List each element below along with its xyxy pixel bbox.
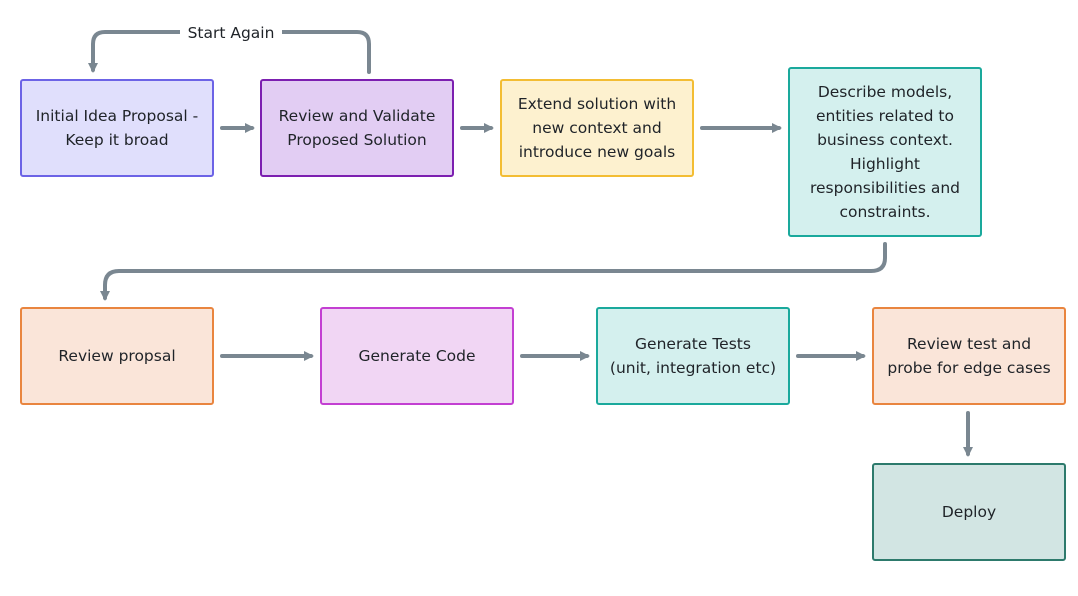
node-initial-idea-proposal[interactable]: Initial Idea Proposal - Keep it broad	[20, 79, 214, 177]
node-generate-code-label: Generate Code	[358, 347, 476, 365]
node-review-and-validate[interactable]: Review and Validate Proposed Solution	[260, 79, 454, 177]
node-deploy-label: Deploy	[941, 503, 997, 521]
node-review-test-probe-label: Review test and probe for edge cases	[887, 335, 1051, 377]
node-deploy[interactable]: Deploy	[872, 463, 1066, 561]
node-initial-idea-proposal-label: Initial Idea Proposal - Keep it broad	[35, 107, 199, 149]
arrow-describe-to-review	[100, 242, 887, 301]
node-review-test-probe[interactable]: Review test and probe for edge cases	[872, 307, 1066, 405]
node-review-proposal-label: Review propsal	[58, 347, 176, 365]
node-describe-models-label: Describe models, entities related to bus…	[809, 83, 960, 221]
node-describe-models[interactable]: Describe models, entities related to bus…	[788, 67, 982, 237]
start-again-label: Start Again	[180, 22, 282, 44]
node-generate-code[interactable]: Generate Code	[320, 307, 514, 405]
node-extend-solution[interactable]: Extend solution with new context and int…	[500, 79, 694, 177]
node-generate-tests-label: Generate Tests (unit, integration etc)	[609, 335, 777, 377]
node-extend-solution-label: Extend solution with new context and int…	[517, 95, 677, 161]
node-generate-tests[interactable]: Generate Tests (unit, integration etc)	[596, 307, 790, 405]
node-review-proposal[interactable]: Review propsal	[20, 307, 214, 405]
node-review-and-validate-label: Review and Validate Proposed Solution	[278, 107, 436, 149]
